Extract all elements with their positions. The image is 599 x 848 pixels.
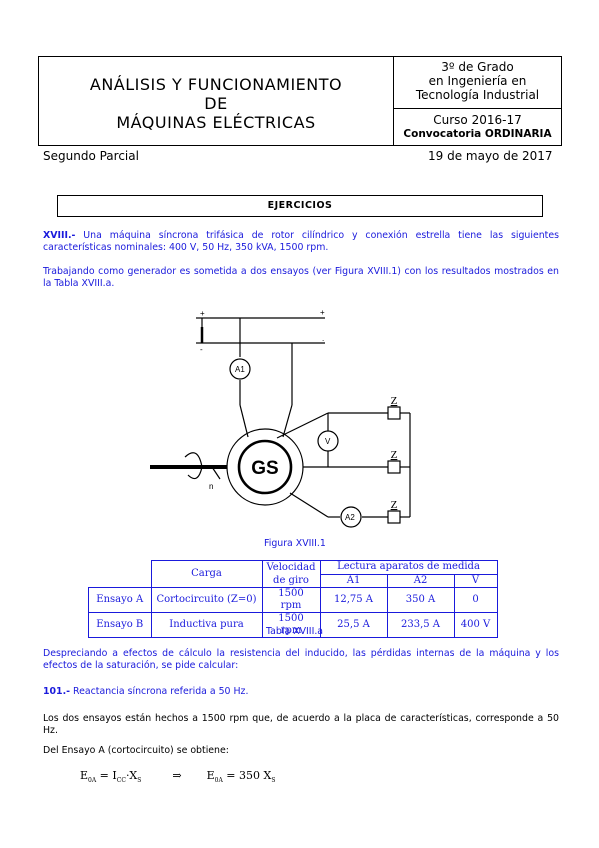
problem-statement: XVIII.- Una máquina síncrona trifásica d…	[43, 230, 559, 254]
answer-p2: Del Ensayo A (cortocircuito) se obtiene:	[43, 745, 229, 756]
col-a2-header: A2	[386, 573, 455, 588]
row-a2: 350 A	[386, 587, 455, 613]
row-load: Cortocircuito (Z=0)	[150, 587, 263, 613]
row-v: 400 V	[453, 612, 498, 638]
row-a2: 233,5 A	[386, 612, 455, 638]
title-cell: ANÁLISIS Y FUNCIONAMIENTO DE MÁQUINAS EL…	[39, 57, 394, 145]
call: Convocatoria ORDINARIA	[403, 128, 552, 140]
row-test: Ensayo B	[88, 612, 152, 638]
table-row: Ensayo B Inductiva pura 1500 rpm 25,5 A …	[88, 612, 498, 638]
battery-minus: -	[200, 345, 203, 354]
row-speed: 1500 rpm	[261, 612, 321, 638]
title-line-2: DE	[204, 94, 228, 113]
question-text: Reactancia síncrona referida a 50 Hz.	[70, 686, 249, 697]
tests-intro: Trabajando como generador es sometida a …	[43, 266, 559, 289]
voltmeter-symbol	[317, 430, 339, 452]
col-v-header: V	[453, 573, 498, 588]
results-table: Carga Velocidad de giro Lectura aparatos…	[88, 560, 498, 638]
col-load-header: Carga	[150, 560, 263, 588]
implies-arrow: ⇒	[172, 769, 182, 782]
question: 101.- Reactancia síncrona referida a 50 …	[43, 686, 559, 698]
eq-part: ·X	[125, 769, 138, 782]
row-speed: 1500 rpm	[261, 587, 321, 613]
eq-part: = 350 X	[222, 769, 272, 782]
question-id: 101.-	[43, 686, 71, 697]
answer-p1: Los dos ensayos están hechos a 1500 rpm …	[43, 713, 559, 736]
exam-name: Segundo Parcial	[43, 149, 139, 163]
impedance-label-2: Z	[391, 449, 398, 461]
voltmeter-label: V	[325, 437, 331, 446]
eq-sub: 0A	[88, 777, 97, 785]
speed-label: n	[209, 482, 213, 491]
course: Curso 2016-17	[433, 113, 522, 127]
ammeter-a2-label: A2	[345, 513, 355, 522]
eq-part: = I	[96, 769, 117, 782]
impedance-label-3: Z	[391, 499, 398, 511]
col-a1-header: A1	[319, 573, 388, 588]
exam-date: 19 de mayo de 2017	[428, 149, 553, 163]
col-readings-header: Lectura aparatos de medida	[319, 560, 498, 575]
header-box: ANÁLISIS Y FUNCIONAMIENTO DE MÁQUINAS EL…	[38, 56, 562, 146]
ammeter-a1-label: A1	[235, 365, 245, 374]
table-caption: Tabla XVIII.a	[266, 626, 324, 637]
eq-e: E	[80, 769, 89, 782]
eq-sub: S	[271, 777, 276, 785]
section-title: EJERCICIOS	[57, 195, 543, 217]
generator-label: GS	[251, 458, 278, 479]
degree-line-3: Tecnología Industrial	[415, 88, 540, 102]
rail-plus: +	[320, 308, 325, 317]
row-v: 0	[453, 587, 498, 613]
neglect-statement: Despreciando a efectos de cálculo la res…	[43, 648, 559, 671]
ammeter-a2-symbol	[340, 506, 362, 528]
title-line-1: ANÁLISIS Y FUNCIONAMIENTO	[89, 75, 343, 94]
rail-dot: .	[322, 334, 324, 343]
eq-sub: S	[137, 777, 142, 785]
figure-caption: Figura XVIII.1	[264, 538, 326, 549]
eq-sub: 0A	[214, 777, 223, 785]
battery-plus: +	[200, 309, 205, 318]
table-row: Ensayo A Cortocircuito (Z=0) 1500 rpm 12…	[88, 587, 498, 613]
ammeter-a1-symbol	[229, 358, 251, 380]
degree-line-1: 3º de Grado	[441, 60, 514, 74]
title-line-3: MÁQUINAS ELÉCTRICAS	[116, 113, 316, 132]
eq-sub: CC	[116, 777, 126, 785]
degree-cell: 3º de Grado en Ingeniería en Tecnología …	[394, 57, 561, 109]
equation: E0A = ICC·XS ⇒ E0A = 350 XS	[80, 769, 275, 784]
row-a1: 25,5 A	[319, 612, 388, 638]
impedance-label-1: Z	[391, 395, 398, 407]
row-test: Ensayo A	[88, 587, 152, 613]
circuit-figure: + - + . A1 V A2 n GS Z Z Z	[150, 308, 411, 528]
col-speed-header: Velocidad de giro	[261, 560, 321, 588]
problem-text: Una máquina síncrona trifásica de rotor …	[43, 230, 559, 253]
eq-e: E	[206, 769, 215, 782]
row-load: Inductiva pura	[150, 612, 263, 638]
degree-line-2: en Ingeniería en	[428, 74, 527, 88]
problem-id: XVIII.-	[43, 230, 76, 241]
row-a1: 12,75 A	[319, 587, 388, 613]
